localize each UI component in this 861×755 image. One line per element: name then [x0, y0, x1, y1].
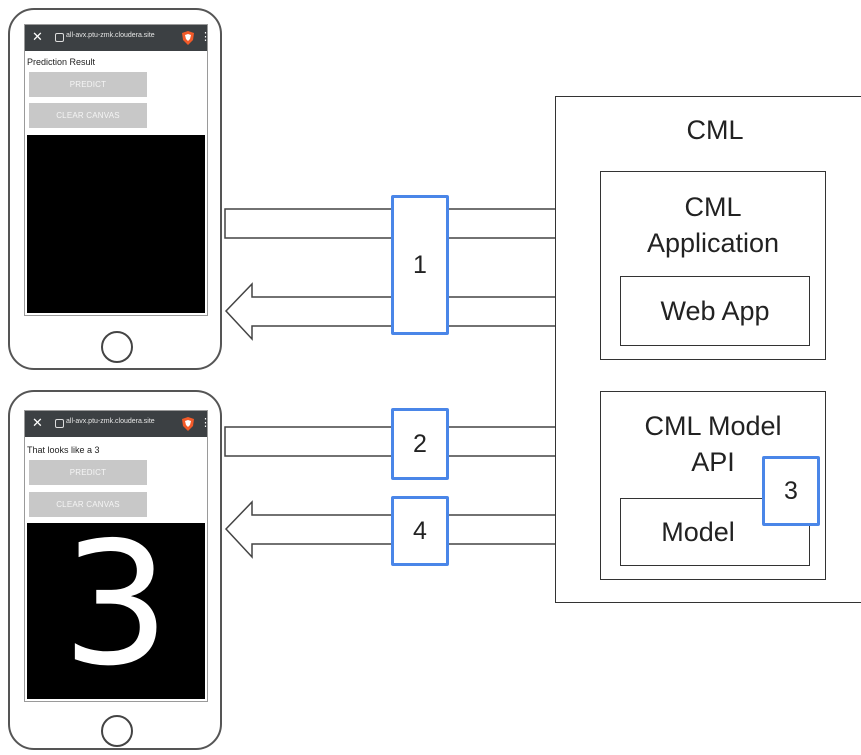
step-1-marker: 1 [391, 195, 449, 335]
more-menu-icon[interactable]: ⋮ [200, 30, 207, 43]
web-app-box [620, 276, 810, 346]
prediction-result-text: Prediction Result [27, 57, 96, 67]
drawn-digit: 3 [61, 506, 171, 702]
predict-button[interactable]: PREDICT [29, 460, 147, 485]
step-2-marker: 2 [391, 408, 449, 480]
url-text[interactable]: all-avx.ptu-zmk.cloudera.site [66, 418, 155, 425]
predict-button[interactable]: PREDICT [29, 72, 147, 97]
home-button[interactable] [101, 331, 133, 363]
web-app-label: Web App [660, 296, 770, 326]
cml-model-api-label: CML Model API [644, 411, 782, 477]
lock-icon [55, 419, 64, 428]
close-icon[interactable]: ✕ [32, 415, 43, 430]
prediction-result-text: That looks like a 3 [27, 445, 100, 455]
cml-label: CML [686, 115, 744, 145]
phone-bottom-screen: ✕ all-avx.ptu-zmk.cloudera.site ⋮ That l… [24, 410, 208, 702]
step-4-marker: 4 [391, 496, 449, 566]
lock-icon [55, 33, 64, 42]
phone-bottom: ✕ all-avx.ptu-zmk.cloudera.site ⋮ That l… [8, 390, 222, 750]
step-3-marker: 3 [762, 456, 820, 526]
url-text[interactable]: all-avx.ptu-zmk.cloudera.site [66, 32, 155, 39]
cml-application-label: CML Application [646, 192, 780, 258]
more-menu-icon[interactable]: ⋮ [200, 416, 207, 429]
drawing-canvas[interactable] [27, 135, 205, 313]
phone-top: ✕ all-avx.ptu-zmk.cloudera.site ⋮ Predic… [8, 8, 222, 370]
close-icon[interactable]: ✕ [32, 29, 43, 44]
phone-top-screen: ✕ all-avx.ptu-zmk.cloudera.site ⋮ Predic… [24, 24, 208, 316]
clear-canvas-button[interactable]: CLEAR CANVAS [29, 103, 147, 128]
clear-canvas-button[interactable]: CLEAR CANVAS [29, 492, 147, 517]
brave-shield-icon[interactable] [182, 31, 194, 45]
browser-bar: ✕ all-avx.ptu-zmk.cloudera.site ⋮ [25, 411, 207, 437]
model-label: Model [661, 517, 735, 547]
home-button[interactable] [101, 715, 133, 747]
drawing-canvas[interactable]: 3 [27, 506, 205, 701]
browser-bar: ✕ all-avx.ptu-zmk.cloudera.site ⋮ [25, 25, 207, 51]
brave-shield-icon[interactable] [182, 417, 194, 431]
